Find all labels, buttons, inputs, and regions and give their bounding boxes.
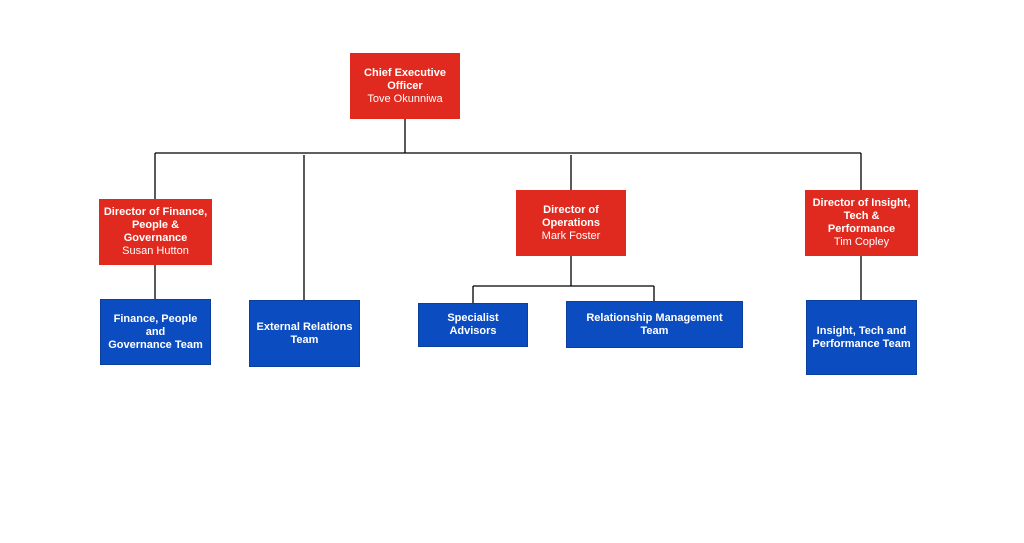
director-insight-box: Director of Insight, Tech & Performance …	[805, 190, 918, 256]
director-operations-name: Mark Foster	[541, 229, 601, 242]
team-finance-label: Finance, People and Governance Team	[108, 312, 203, 351]
team-finance-box: Finance, People and Governance Team	[100, 299, 211, 365]
team-specialist-advisors-box: Specialist Advisors	[418, 303, 528, 347]
ceo-name: Tove Okunniwa	[367, 92, 443, 105]
team-insight-label: Insight, Tech and Performance Team	[812, 324, 911, 350]
director-insight-name: Tim Copley	[833, 236, 890, 248]
director-finance-title: Director of Finance, People & Governance	[103, 206, 208, 244]
director-finance-box: Director of Finance, People & Governance…	[99, 199, 212, 265]
director-operations-box: Director of Operations Mark Foster	[516, 190, 626, 256]
ceo-title: Chief Executive Officer	[364, 66, 446, 92]
team-external-relations-box: External Relations Team	[249, 300, 360, 367]
director-finance-name: Susan Hutton	[122, 245, 189, 257]
team-specialist-advisors-label: Specialist Advisors	[447, 312, 499, 337]
team-external-relations-label: External Relations Team	[256, 320, 353, 346]
director-insight-title: Director of Insight, Tech & Performance	[812, 197, 911, 235]
ceo-box: Chief Executive Officer Tove Okunniwa	[350, 53, 460, 119]
director-operations-title: Director of Operations	[541, 203, 601, 229]
team-relationship-management-box: Relationship Management Team	[566, 301, 743, 348]
team-insight-box: Insight, Tech and Performance Team	[806, 300, 917, 375]
team-relationship-management-label: Relationship Management Team	[586, 311, 723, 337]
